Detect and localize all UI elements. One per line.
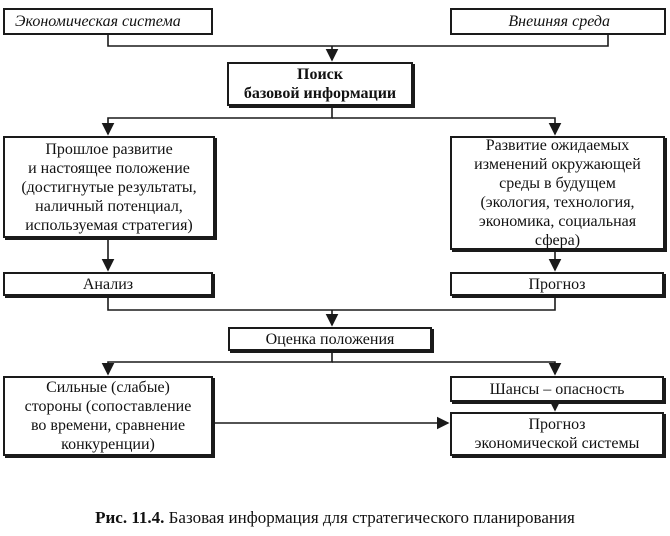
connector-econ-to-search — [107, 35, 609, 47]
economic-system-box: Экономическая система — [3, 8, 213, 35]
figure-caption: Рис. 11.4. Базовая информация для страте… — [0, 508, 670, 528]
connector-search-branches — [101, 106, 333, 136]
figure-caption-text: Базовая информация для стратегического п… — [164, 508, 575, 527]
chances-dangers-box: Шансы – опасность — [450, 376, 664, 402]
connector-assessment-branches — [101, 351, 333, 376]
figure-number: Рис. 11.4. — [95, 508, 165, 527]
forecast-box: Прогноз — [450, 272, 664, 296]
strengths-weaknesses-box: Сильные (слабые) стороны (сопоставление … — [3, 376, 213, 456]
econ-system-forecast-box: Прогноз экономической системы — [450, 412, 664, 456]
connector-search-right — [332, 117, 562, 136]
connector-analysis-forecast — [107, 296, 556, 311]
search-base-info-box: Поиск базовой информации — [227, 62, 413, 106]
connector-assessment-right — [332, 361, 562, 376]
analysis-box: Анализ — [3, 272, 213, 296]
past-development-box: Прошлое развитие и настоящее положение (… — [3, 136, 215, 238]
assessment-box: Оценка положения — [228, 327, 432, 351]
future-changes-box: Развитие ожидаемых изменений окружающей … — [450, 136, 665, 250]
external-environment-box: Внешняя среда — [450, 8, 666, 35]
